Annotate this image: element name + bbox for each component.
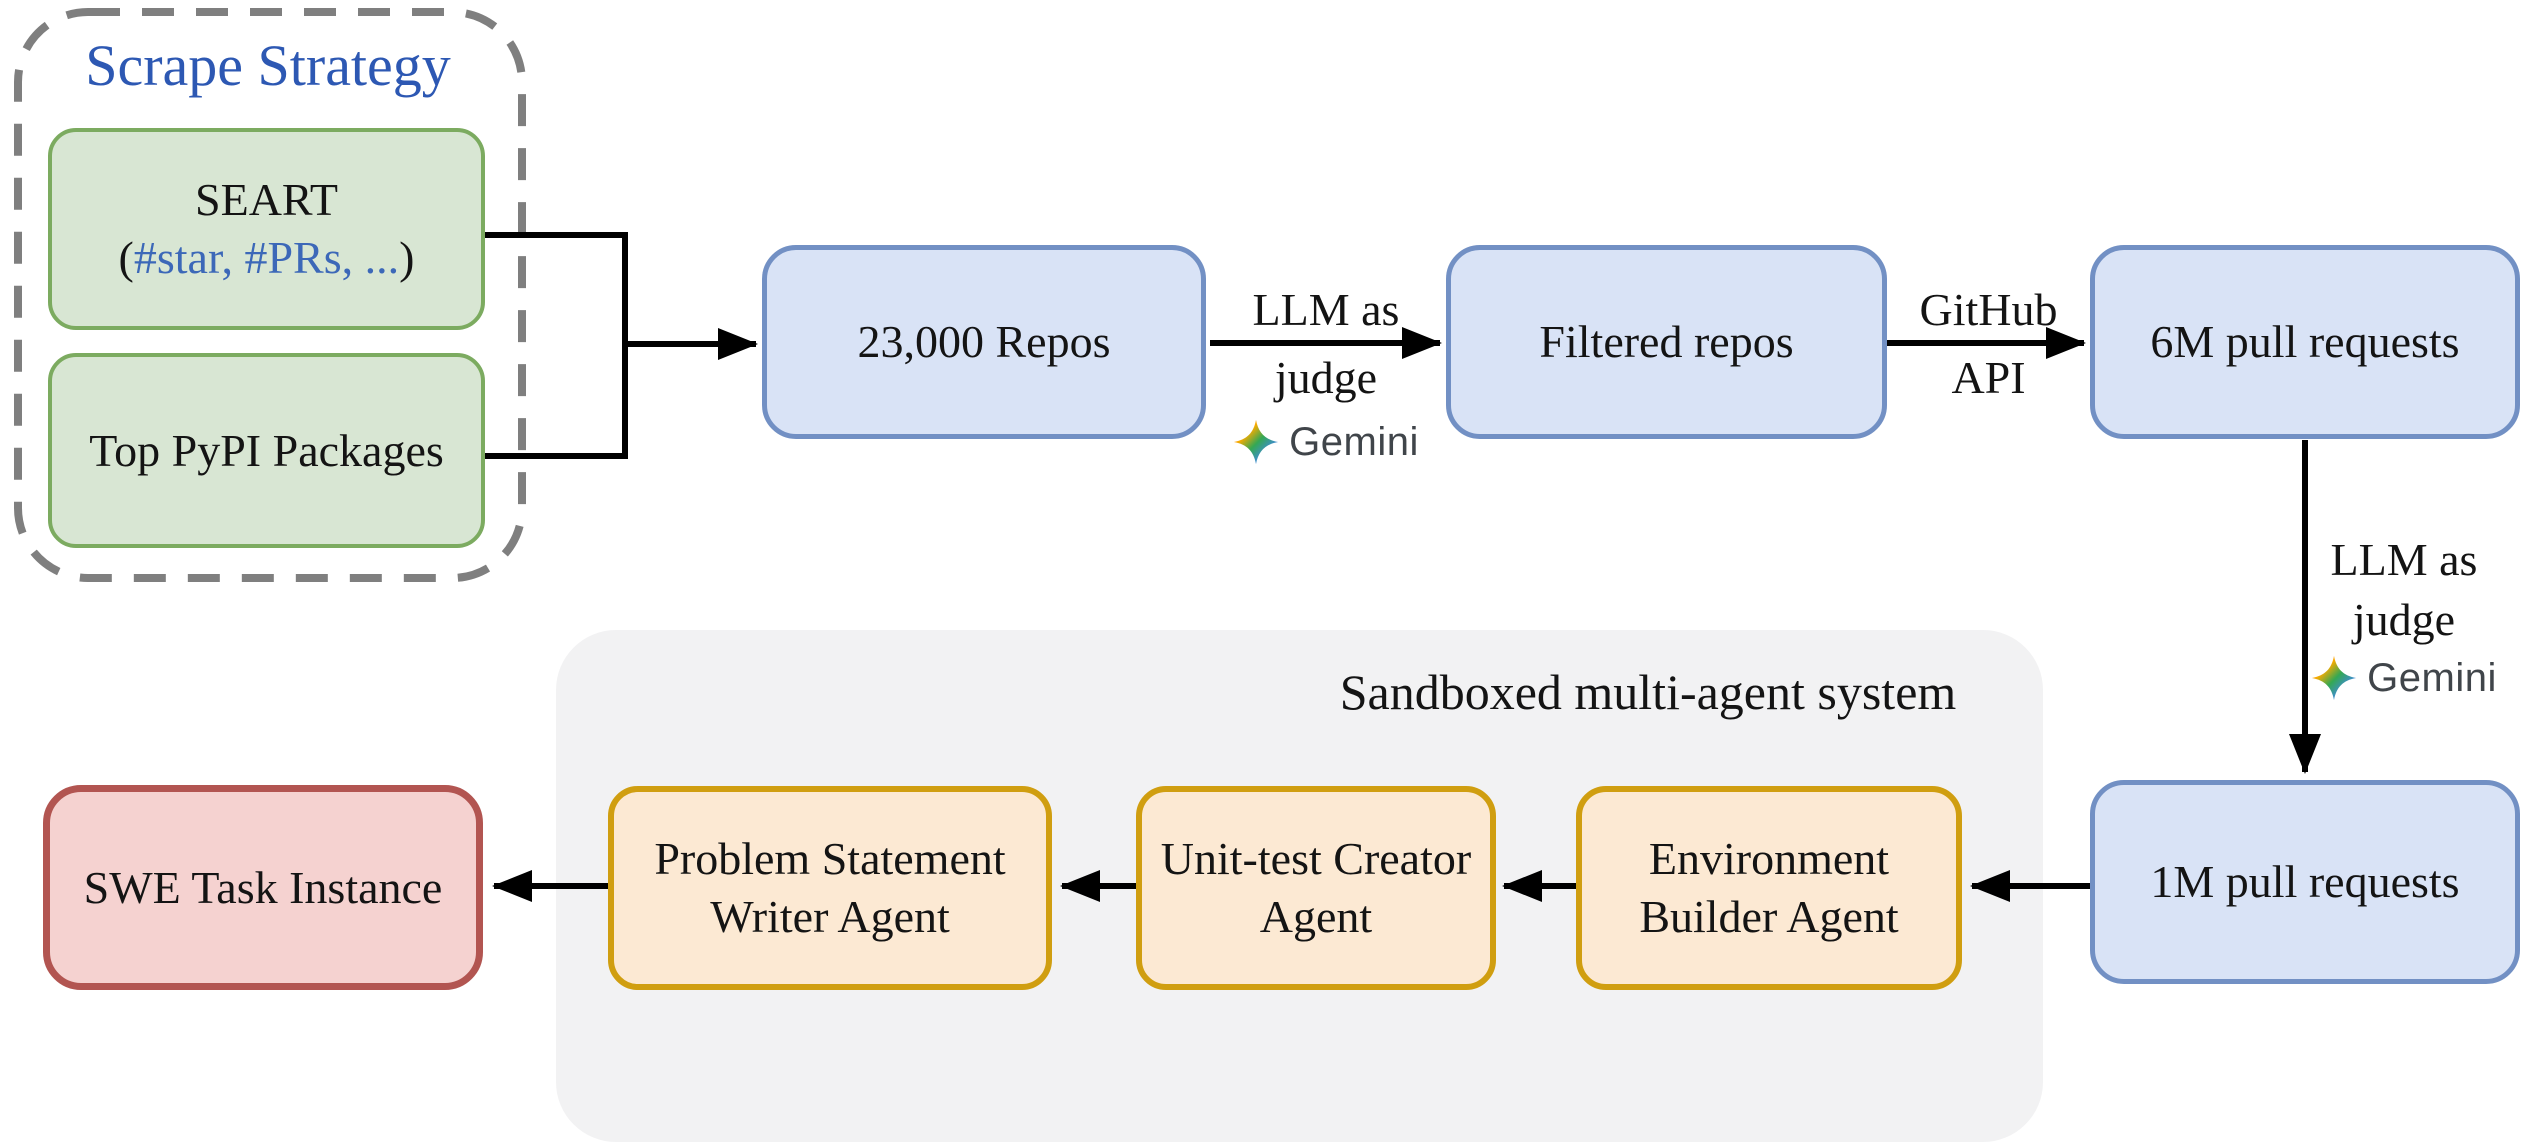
llm-judge-line1: LLM as [2330,534,2478,585]
pull-requests-6m-box: 6M pull requests [2090,245,2520,439]
paren-open: ( [118,232,134,283]
top-pypi-label: Top PyPI Packages [89,424,444,476]
seart-metrics-text: #star, #PRs, ... [133,232,400,283]
agent-label-line2: Agent [1259,891,1373,942]
swe-task-instance-label: SWE Task Instance [83,861,443,913]
scrape-strategy-dashed-frame [14,8,526,582]
agent-label-line1: Problem Statement [654,833,1006,884]
seart-metrics: (#star, #PRs, ...) [119,229,415,287]
environment-builder-agent-box: Environment Builder Agent [1576,786,1962,990]
agent-label-line1: Environment [1648,833,1890,884]
scrape-strategy-title: Scrape Strategy [85,33,451,98]
pull-requests-1m-box: 1M pull requests [2090,780,2520,984]
gemini-wordmark: Gemini [1289,420,1419,464]
seart-label: SEART [195,174,338,225]
repos-count-box: 23,000 Repos [762,245,1206,439]
gemini-wordmark: Gemini [2367,656,2497,700]
github-api-label: GitHub API [1887,284,2090,404]
github-api-line2: API [1951,352,2026,403]
llm-judge-label-right: LLM as judge Gemini [2312,534,2496,704]
agent-label-line2: Builder Agent [1639,891,1899,942]
connector-scrape-merge [485,232,628,459]
top-pypi-box: Top PyPI Packages [48,353,485,548]
llm-judge-label-top: LLM as judge Gemini [1206,284,1446,468]
repos-count-label: 23,000 Repos [857,316,1111,367]
gemini-logo: Gemini [2312,652,2496,704]
filtered-repos-label: Filtered repos [1539,316,1794,367]
unit-test-creator-agent-box: Unit-test Creator Agent [1136,786,1496,990]
llm-judge-line1: LLM as [1252,284,1400,335]
swe-task-instance-box: SWE Task Instance [43,785,483,990]
seart-box: SEART (#star, #PRs, ...) [48,128,485,330]
llm-judge-line2: judge [1274,352,1378,403]
gemini-star-icon [2312,655,2357,701]
paren-close: ) [399,232,415,283]
gemini-star-icon [1234,419,1279,465]
filtered-repos-box: Filtered repos [1446,245,1887,439]
agent-label-line1: Unit-test Creator [1160,833,1472,884]
llm-judge-line2: judge [2352,594,2456,645]
pull-requests-1m-label: 1M pull requests [2150,856,2460,907]
agent-label-line2: Writer Agent [710,891,950,942]
gemini-logo: Gemini [1206,416,1446,468]
sandbox-title: Sandboxed multi-agent system [1339,664,1957,720]
github-api-line1: GitHub [1919,284,2058,335]
problem-statement-writer-agent-box: Problem Statement Writer Agent [608,786,1052,990]
pull-requests-6m-label: 6M pull requests [2150,316,2460,367]
